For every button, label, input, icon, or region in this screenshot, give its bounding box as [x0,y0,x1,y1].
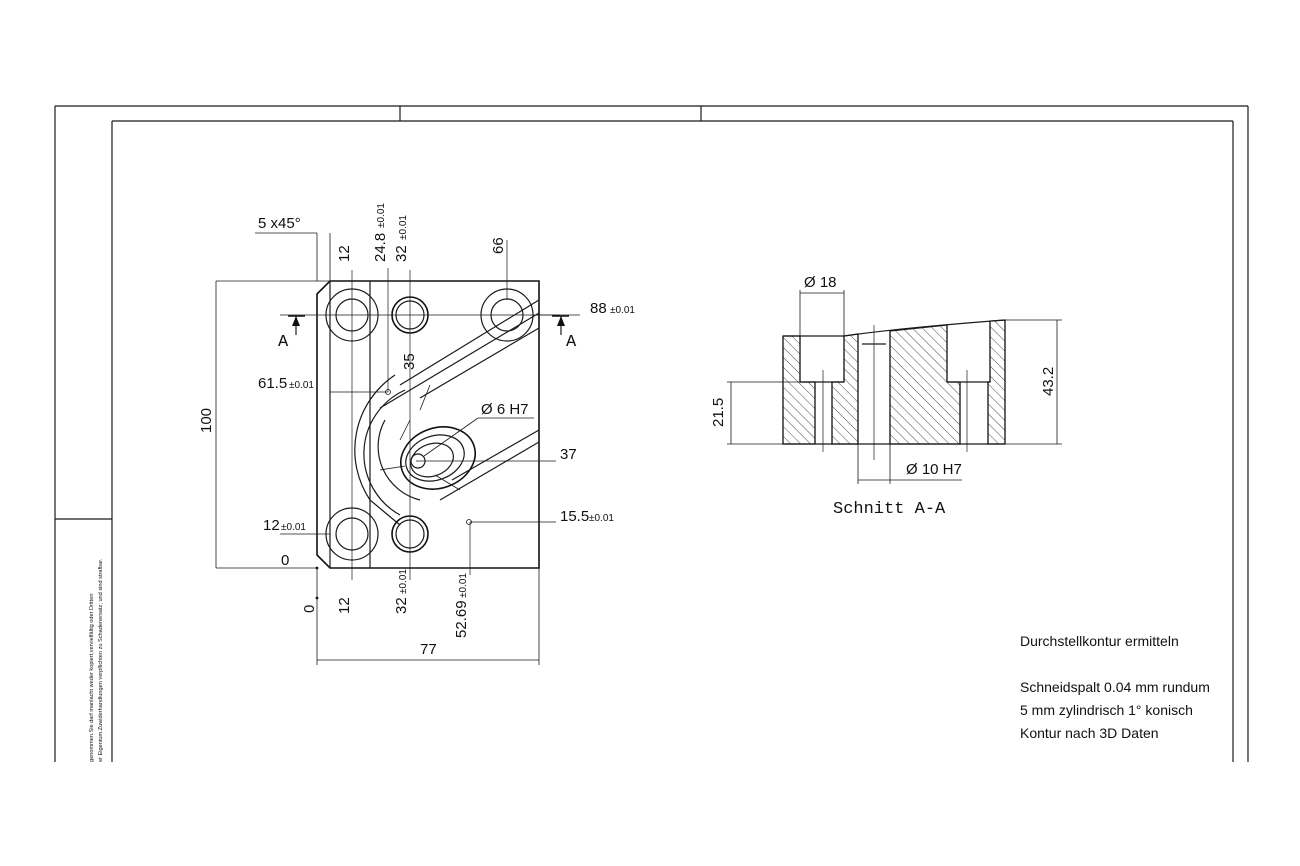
notes-block: Durchstellkontur ermitteln Schneidspalt … [1020,633,1210,741]
dim-top-12: 12 [336,245,353,262]
dim-bottom-12: 12 [336,597,353,614]
dim-left-100: 100 [198,408,215,433]
dim-bottom-52-69-tol: ±0.01 [458,573,469,598]
section-dim-43-2: 43.2 [1040,367,1057,396]
dim-bottom-32: 32 [393,597,410,614]
section-label-right: A [566,333,577,352]
dim-right-15-5: 15.5 [560,508,589,525]
guide-channel [354,299,540,526]
front-dimension-lines [215,232,580,665]
dim-top-24-8: 24.8 [372,233,389,262]
dim-top-24-8-tol: ±0.01 [376,203,387,228]
dim-left-61-5-tol: ±0.01 [289,380,314,391]
dim-left-12-tol: ±0.01 [281,522,306,533]
side-note-line1: genommen.Sie darf manlacht weder kopiert… [89,593,95,762]
dim-right-88: 88 [590,300,607,317]
note-line-4: Kontur nach 3D Daten [1020,725,1159,741]
dim-right-37: 37 [560,446,577,463]
side-note-line2: er Eigentum.Zuwiderhandlungen verpflicht… [98,558,104,762]
dim-bottom-77: 77 [420,641,437,658]
dim-bottom-52-69: 52.69 [453,600,470,638]
note-line-1: Durchstellkontur ermitteln [1020,633,1179,649]
dim-center-35: 35 [401,353,418,370]
dim-right-15-5-tol: ±0.01 [589,513,614,524]
note-line-2: Schneidspalt 0.04 mm rundum [1020,679,1210,695]
center-bore-label: Ø 6 H7 [481,401,529,418]
side-legal-note: genommen.Sie darf manlacht weder kopiert… [89,558,104,762]
section-marker-left: A [278,315,305,352]
note-line-3: 5 mm zylindrisch 1° konisch [1020,702,1193,718]
section-dim-21-5: 21.5 [710,398,727,427]
section-marker-right: A [552,315,577,352]
section-dim-18: Ø 18 [804,274,837,291]
dim-right-88-tol: ±0.01 [610,305,635,316]
dim-bottom-0: 0 [301,605,318,613]
sheet-frame [54,105,1249,762]
front-view: A A 5 x45° 12 24.8 ±0.01 32 ±0.01 66 88 … [198,203,635,665]
plate-outline [316,280,540,569]
section-dim-bore: Ø 10 H7 [906,461,962,478]
dim-top-32: 32 [393,245,410,262]
dim-bottom-32-tol: ±0.01 [398,569,409,594]
chamfer-label: 5 x45° [258,215,301,232]
dim-top-66: 66 [490,237,507,254]
section-view: Ø 18 21.5 43.2 Ø 10 H7 Schnitt A-A [710,274,1062,519]
section-label-left: A [278,333,289,352]
dim-left-12: 12 [263,517,280,534]
dim-left-0: 0 [281,552,289,569]
dim-top-32-tol: ±0.01 [398,215,409,240]
dim-left-61-5: 61.5 [258,375,287,392]
section-title: Schnitt A-A [833,500,946,519]
